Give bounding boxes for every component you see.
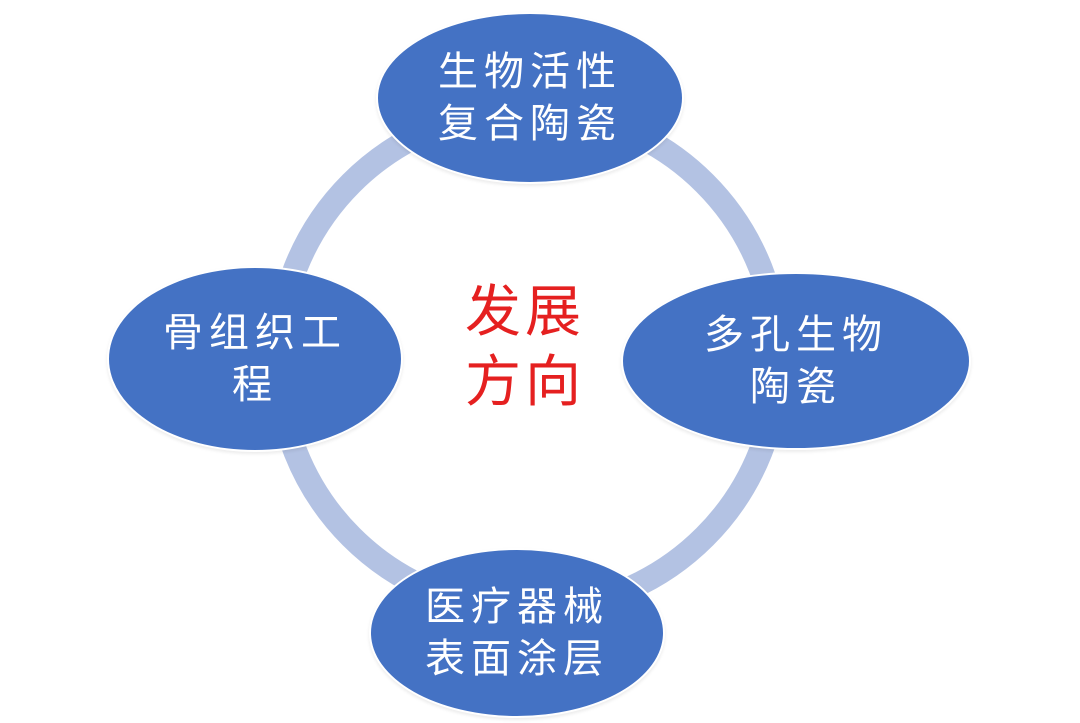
node-left-line-2: 程 — [232, 362, 278, 408]
node-top-line-1: 生物活性 — [438, 49, 622, 95]
node-left-line-1: 骨组织工 — [163, 310, 347, 356]
node-medical-device-coating: 医疗器械 表面涂层 — [369, 548, 665, 718]
node-bone-tissue-engineering: 骨组织工 程 — [107, 266, 403, 452]
center-label: 发展 方向 — [455, 278, 595, 418]
node-bottom-line-2: 表面涂层 — [425, 636, 609, 682]
node-top-line-2: 复合陶瓷 — [438, 101, 622, 147]
node-porous-bioceramics: 多孔生物 陶瓷 — [621, 272, 971, 450]
center-label-line-2: 方向 — [465, 350, 585, 415]
node-right-line-2: 陶瓷 — [750, 364, 842, 410]
node-bottom-line-1: 医疗器械 — [425, 584, 609, 630]
center-label-line-1: 发展 — [465, 280, 585, 345]
node-bioactive-composite-ceramics: 生物活性 复合陶瓷 — [376, 12, 684, 184]
node-right-line-1: 多孔生物 — [704, 312, 888, 358]
